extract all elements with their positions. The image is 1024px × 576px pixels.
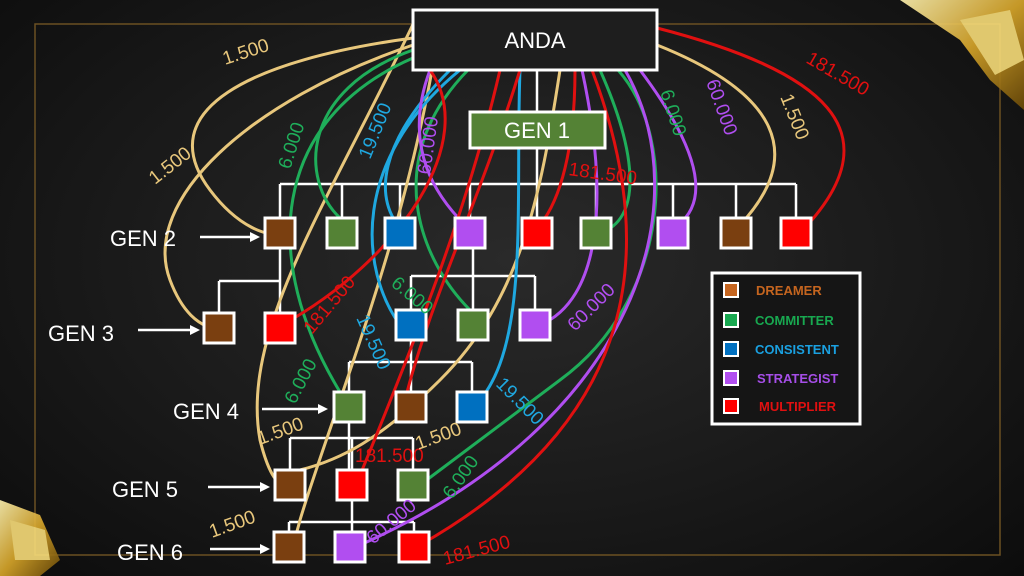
gen2-label: GEN 2 (110, 226, 176, 251)
edge-label: 181.500 (441, 532, 513, 570)
legend-label-strategist: STRATEGIST (757, 371, 838, 386)
edge-strategist (359, 69, 657, 547)
edge-label: 1.500 (145, 143, 195, 189)
edge-dreamer (299, 69, 562, 472)
gen3-label: GEN 3 (48, 321, 114, 346)
edge-multiplier (419, 69, 629, 547)
edge-strategist (417, 69, 467, 227)
node-committer (396, 468, 430, 502)
edge-dreamer (163, 43, 414, 330)
edge-label: 19.500 (351, 311, 394, 373)
generation-labels: GEN 2 GEN 3 GEN 4 GEN 5 GEN 6 (48, 226, 328, 565)
edge-committer (288, 56, 414, 393)
legend-swatch-multiplier (723, 398, 739, 414)
legend-swatch-strategist (723, 370, 739, 386)
node-dreamer (272, 530, 306, 564)
edge-label: 1.500 (775, 91, 812, 143)
node-multiplier (779, 216, 813, 250)
node-multiplier (263, 311, 297, 345)
edge-label: 1.500 (207, 507, 259, 543)
gold-crystal-bottom-left (0, 500, 60, 576)
node-consistent (455, 390, 489, 424)
node-committer (332, 390, 366, 424)
edge-label: 1.500 (220, 35, 272, 70)
edge-consistent (370, 68, 461, 326)
gen1-label: GEN 1 (504, 118, 570, 143)
edge-label: 181.500 (300, 272, 360, 338)
arrow-head-icon (260, 544, 270, 554)
legend-swatch-dreamer (723, 282, 739, 298)
edge-multiplier (538, 69, 577, 226)
root-node-anda (411, 8, 659, 72)
legend-label-multiplier: MULTIPLIER (759, 399, 837, 414)
legend: DREAMER COMMITTER CONSISTENT STRATEGIST … (710, 271, 862, 426)
node-strategist (518, 308, 552, 342)
root-title: ANDA (504, 28, 565, 53)
arrow-head-icon (318, 404, 328, 414)
node-dreamer (263, 216, 297, 250)
legend-swatch-consistent (723, 341, 739, 357)
node-multiplier (335, 468, 369, 502)
member-nodes (202, 216, 813, 564)
edge-dreamer (255, 19, 417, 487)
legend-swatch-committer (723, 312, 739, 328)
arrow-head-icon (260, 482, 270, 492)
legend-label-committer: COMMITTER (755, 313, 834, 328)
edge-label: 181.500 (355, 446, 424, 467)
arrow-head-icon (190, 325, 200, 335)
arrow-head-icon (250, 232, 260, 242)
legend-label-dreamer: DREAMER (756, 283, 822, 298)
node-multiplier (397, 530, 431, 564)
edge-label: 1.500 (413, 419, 465, 455)
edge-label: 1.500 (255, 414, 307, 450)
legend-label-consistent: CONSISTENT (755, 342, 839, 357)
edge-label: 19.500 (491, 374, 547, 430)
node-dreamer (202, 311, 236, 345)
node-consistent (383, 216, 417, 250)
node-dreamer (273, 468, 307, 502)
node-committer (456, 308, 490, 342)
node-dreamer (719, 216, 753, 250)
node-committer (325, 216, 359, 250)
edge-multiplier (656, 26, 846, 235)
gen1-node (468, 110, 607, 150)
edge-dreamer (656, 43, 777, 227)
edge-strategist (638, 69, 698, 227)
node-dreamer (394, 390, 428, 424)
edge-strategist (539, 69, 599, 327)
gen6-label: GEN 6 (117, 540, 183, 565)
edge-label: 6.000 (439, 452, 483, 503)
gen5-label: GEN 5 (112, 477, 178, 502)
node-strategist (453, 216, 487, 250)
edge-multiplier (281, 69, 447, 327)
connection-curves (163, 19, 846, 549)
edge-dreamer (190, 36, 414, 235)
edge-label: 6.000 (281, 356, 322, 408)
gen4-label: GEN 4 (173, 399, 239, 424)
node-strategist (333, 530, 367, 564)
edge-committer (598, 69, 632, 235)
node-committer (579, 216, 613, 250)
node-multiplier (520, 216, 554, 250)
gold-crystal-top-right (900, 0, 1024, 110)
node-consistent (394, 308, 428, 342)
node-strategist (656, 216, 690, 250)
edge-label: 6.000 (655, 87, 690, 139)
